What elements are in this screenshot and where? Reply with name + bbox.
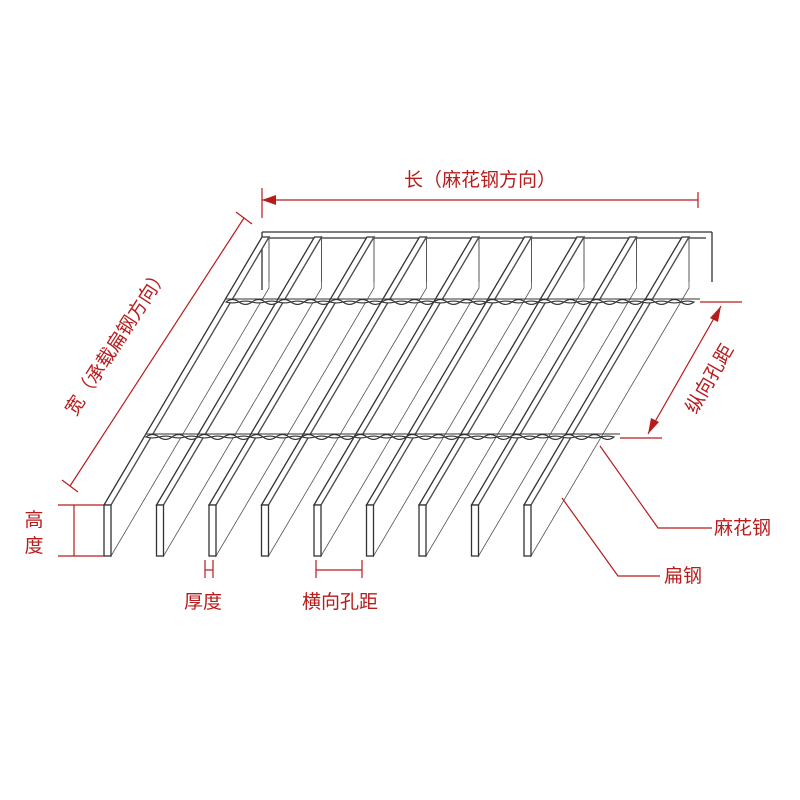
flat-bar-leader xyxy=(561,497,660,577)
thickness-label: 厚度 xyxy=(184,591,222,613)
twisted-bar-back-segment xyxy=(575,300,592,305)
twisted-bar-front-segment xyxy=(326,434,343,439)
width-tick-bottom xyxy=(61,479,79,493)
twisted-bar-back-segment xyxy=(627,300,644,305)
cross-pitch-dimension: 横向孔距 xyxy=(302,560,378,613)
twisted-bar-front-segment xyxy=(586,434,603,439)
twisted-bar-front-segment xyxy=(378,434,395,439)
twisted-bar-front-segment xyxy=(508,434,525,439)
twisted-bars xyxy=(144,298,700,440)
cross-pitch-label: 横向孔距 xyxy=(302,591,378,613)
flat-bar-face-8 xyxy=(470,504,480,557)
height-label-line1: 高 xyxy=(24,509,43,531)
twisted-bar-front-segment xyxy=(573,435,590,440)
twisted-bar-back-segment xyxy=(237,300,254,305)
twisted-bar-front-segment xyxy=(365,435,382,440)
twisted-bar-front-segment xyxy=(560,434,577,439)
flat-bar-face-6 xyxy=(365,504,375,557)
flat-bar-label: 扁钢 xyxy=(664,565,702,587)
width-dimension: 宽（承载扁钢方向） xyxy=(61,211,253,493)
twisted-bar-front-segment xyxy=(443,435,460,440)
twisted-bar-front-segment xyxy=(261,435,278,440)
flat-bar-side-1 xyxy=(110,235,270,558)
long-pitch-arrow-bottom xyxy=(648,418,659,434)
flat-bar-face-9 xyxy=(523,504,532,557)
twisted-bar-front-segment xyxy=(170,434,187,439)
twisted-bar-back-segment xyxy=(471,300,488,305)
length-arrow-left xyxy=(262,195,276,205)
flat-bar-face-5 xyxy=(313,504,322,557)
twisted-bar-front-segment xyxy=(547,435,564,440)
length-dimension: 长（麻花钢方向） xyxy=(261,169,699,218)
twisted-bar-back-segment xyxy=(666,299,683,304)
twisted-bar-back-segment xyxy=(614,299,631,304)
length-label: 长（麻花钢方向） xyxy=(404,169,556,191)
twisted-bar-front-segment xyxy=(534,434,551,439)
width-label: 宽（承载扁钢方向） xyxy=(61,264,173,419)
width-tick-top xyxy=(235,211,253,225)
twisted-bar-back-segment xyxy=(458,299,475,304)
long-pitch-label: 纵向孔距 xyxy=(681,341,738,418)
twisted-bar-front-segment xyxy=(469,435,486,440)
twisted-bar-back-segment xyxy=(601,300,618,305)
twisted-bar-back-segment xyxy=(497,300,514,305)
twisted-bar-back-segment xyxy=(640,299,657,304)
twisted-bar-label: 麻花钢 xyxy=(714,517,771,539)
flat-bar-face-3 xyxy=(208,504,217,557)
twisted-bar-back-segment xyxy=(549,300,566,305)
twisted-bar-back-segment xyxy=(510,299,527,304)
twisted-bar-front-segment xyxy=(495,435,512,440)
twisted-bar-back-segment xyxy=(289,300,306,305)
twisted-bar-front-segment xyxy=(521,435,538,440)
twisted-bar-back-segment xyxy=(679,300,696,305)
thickness-dimension: 厚度 xyxy=(184,560,222,613)
twisted-bar-front-segment xyxy=(313,435,330,440)
flat-bar-face-1 xyxy=(103,504,112,557)
grating-frame xyxy=(261,231,713,290)
flat-bar-face-2 xyxy=(155,504,165,557)
flat-bar-face-7 xyxy=(418,504,427,557)
twisted-bar-front-segment xyxy=(209,435,226,440)
twisted-bar-back-segment xyxy=(250,299,267,304)
height-dimension: 高 度 xyxy=(24,504,104,557)
flat-bars xyxy=(102,235,691,558)
width-dimension-line xyxy=(69,217,245,487)
twisted-bar-back-segment xyxy=(562,299,579,304)
twisted-bar-back-segment xyxy=(393,300,410,305)
twisted-bar-front-segment xyxy=(157,435,174,440)
leaders: 麻花钢 扁钢 xyxy=(561,445,771,587)
twisted-bar-back-segment xyxy=(341,300,358,305)
twisted-bar-back-segment xyxy=(523,300,540,305)
twisted-bar-back-segment xyxy=(653,300,670,305)
twisted-bar-front-segment xyxy=(482,434,499,439)
flat-bar-face-4 xyxy=(260,504,270,557)
flat-bar-side-2 xyxy=(163,235,322,558)
long-pitch-arrow-top xyxy=(710,306,721,322)
twisted-bar-back-segment xyxy=(445,300,462,305)
twisted-bar-front-segment xyxy=(417,435,434,440)
twisted-bar-front-segment xyxy=(339,435,356,440)
long-pitch-dimension-line xyxy=(647,305,722,435)
twisted-bar-front-segment xyxy=(599,435,616,440)
twisted-bar-back-segment xyxy=(302,299,319,304)
twisted-bar-leader xyxy=(599,445,712,529)
twisted-bar-front-segment xyxy=(430,434,447,439)
twisted-bar-front-segment xyxy=(391,435,408,440)
height-label-line2: 度 xyxy=(24,535,43,557)
